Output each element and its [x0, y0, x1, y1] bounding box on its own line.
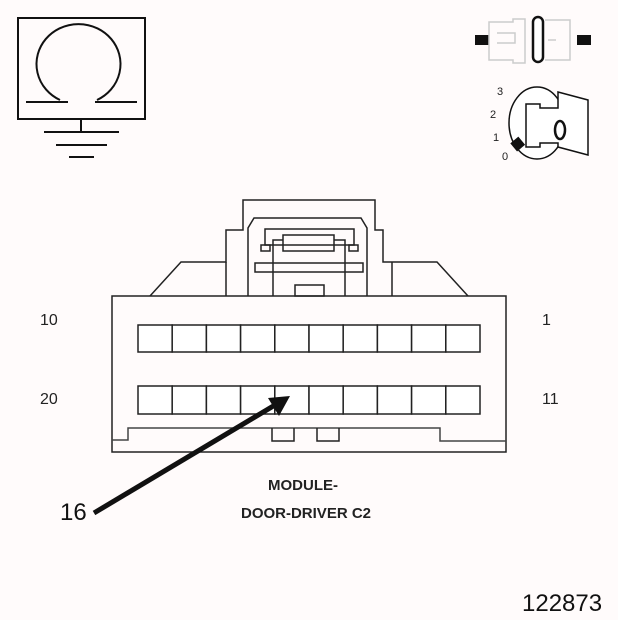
ignition-position-0: 0: [502, 151, 509, 163]
ignition-position-3: 3: [497, 86, 504, 98]
pin-label-11: 11: [542, 391, 559, 408]
figure-number: 122873: [522, 590, 603, 617]
ignition-position-2: 2: [490, 109, 497, 121]
pin-label-1: 1: [542, 312, 551, 329]
callout-arrow: [92, 396, 290, 516]
ignition-key-off-icon: [508, 86, 589, 160]
ohmmeter-ground-icon: [17, 17, 146, 158]
cavity-row-top: [137, 324, 481, 353]
pin-label-20: 20: [40, 391, 58, 408]
connector-disconnect-icon: [475, 15, 591, 64]
cavity-row-bottom: [137, 385, 481, 415]
connector-title-line1: MODULE-: [268, 477, 338, 494]
connector-body: [111, 199, 507, 453]
pin-label-10: 10: [40, 312, 58, 329]
callout-pin-16: 16: [60, 499, 87, 526]
connector-title-line2: DOOR-DRIVER C2: [240, 505, 371, 522]
ignition-position-1: 1: [493, 132, 500, 144]
